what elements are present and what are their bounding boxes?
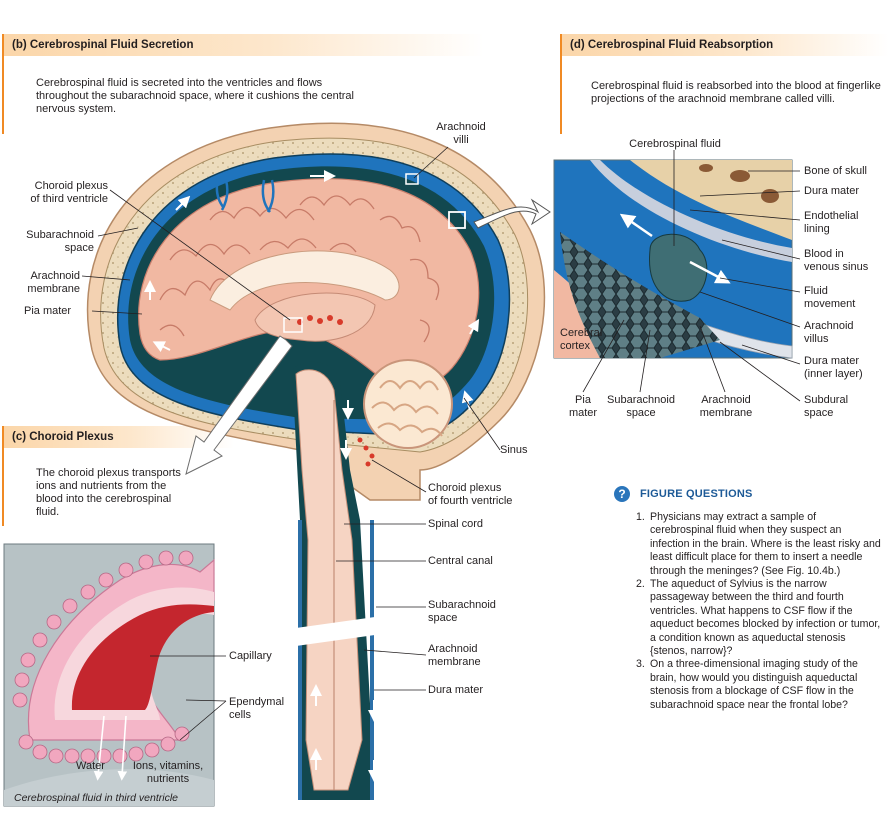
label-subarachnoid-space-d: Subarachnoid space [607, 394, 675, 419]
figure-questions-title: FIGURE QUESTIONS [640, 488, 753, 500]
label-arachnoid-villi: Arachnoid villi [436, 121, 486, 146]
choroid-plexus-box [283, 317, 303, 333]
label-spinal-cord: Spinal cord [428, 518, 484, 530]
arachnoid-villi-box [448, 211, 466, 229]
spine-cut [296, 616, 382, 646]
label-pia-mater: Pia mater [24, 305, 72, 317]
label-cerebral-cortex: Cerebral cortex [560, 327, 603, 352]
cerebrum [138, 178, 480, 389]
choroid-plexus-third [297, 315, 343, 325]
callout-arrow-to-d [473, 198, 551, 229]
arachnoid-mesh [560, 232, 720, 358]
question-icon: ? [614, 486, 630, 502]
label-arachnoid-membrane-d: Arachnoid membrane [699, 394, 753, 419]
question-text: Physicians may extract a sample of cereb… [650, 511, 881, 577]
label-choroid-plexus-third: Choroid plexus of third ventricle [30, 180, 108, 205]
gyri [159, 195, 440, 343]
question-number: 3. [636, 658, 645, 671]
csf-flow-arrows [144, 170, 480, 782]
cerebellum [363, 359, 453, 449]
panel-d-header-accent [560, 34, 562, 134]
label-bone-of-skull: Bone of skull [804, 165, 867, 177]
choroid-plexus-fourth [357, 437, 375, 467]
question-number: 2. [636, 578, 645, 591]
label-ependymal-cells: Ependymal cells [229, 696, 285, 721]
label-fluid-movement: Fluid movement [804, 285, 856, 310]
question-text: On a three-dimensional imaging study of … [650, 658, 858, 711]
figure-questions-list: 1. Physicians may extract a sample of ce… [636, 511, 881, 712]
label-dura-mater-d: Dura mater [804, 185, 860, 197]
panel-d-header: (d) Cerebrospinal Fluid Reabsorption [562, 34, 889, 56]
label-arachnoid-membrane: Arachnoid membrane [27, 270, 80, 295]
label-blood-venous-sinus: Blood in venous sinus [804, 248, 869, 273]
panel-d-intro: Cerebrospinal fluid is reabsorbed into t… [591, 80, 881, 105]
label-ions-vitamins: Ions, vitamins, nutrients [132, 760, 204, 785]
label-cerebrospinal-fluid: Cerebrospinal fluid [629, 138, 721, 150]
transport-arrows [93, 715, 128, 781]
panel-c-caption: Cerebrospinal fluid in third ventricle [14, 792, 178, 804]
callout-arrow-to-c [185, 335, 293, 475]
label-endothelial-lining: Endothelial lining [804, 210, 859, 235]
reabsorption-inset [553, 159, 793, 359]
label-subarachnoid-space-spine: Subarachnoid space [428, 599, 496, 624]
question-number: 1. [636, 511, 645, 523]
question-item: 1. Physicians may extract a sample of ce… [636, 511, 881, 578]
label-dura-mater: Dura mater [428, 684, 484, 696]
arachnoid-villus [649, 233, 708, 302]
question-item: 3. On a three-dimensional imaging study … [636, 658, 881, 712]
label-capillary: Capillary [229, 650, 272, 662]
panel-c-intro: The choroid plexus transports ions and n… [36, 467, 181, 518]
corpus-callosum [209, 250, 400, 311]
panel-b-header-accent [2, 34, 4, 134]
label-central-canal: Central canal [428, 555, 493, 567]
label-choroid-plexus-fourth: Choroid plexus of fourth ventricle [428, 482, 513, 507]
panel-b-header: (b) Cerebrospinal Fluid Secretion [4, 34, 484, 56]
question-text: The aqueduct of Sylvius is the narrow pa… [650, 578, 881, 658]
label-arachnoid-villus: Arachnoid villus [804, 320, 854, 345]
question-item: 2. The aqueduct of Sylvius is the narrow… [636, 578, 881, 658]
label-arachnoid-membrane-spine: Arachnoid membrane [428, 643, 481, 668]
label-subdural-space: Subdural space [804, 394, 849, 419]
skull-bone [630, 160, 792, 240]
capillary-blood [71, 604, 214, 710]
label-sinus: Sinus [500, 444, 528, 456]
label-pia-mater-d: Pia mater [568, 394, 598, 419]
panel-c-header: (c) Choroid Plexus [4, 426, 234, 448]
label-dura-mater-inner: Dura mater (inner layer) [804, 355, 863, 380]
panel-b-intro: Cerebrospinal fluid is secreted into the… [36, 77, 354, 115]
label-water: Water [76, 760, 105, 772]
label-subarachnoid-space: Subarachnoid space [26, 229, 94, 254]
panel-c-header-accent [2, 426, 4, 526]
